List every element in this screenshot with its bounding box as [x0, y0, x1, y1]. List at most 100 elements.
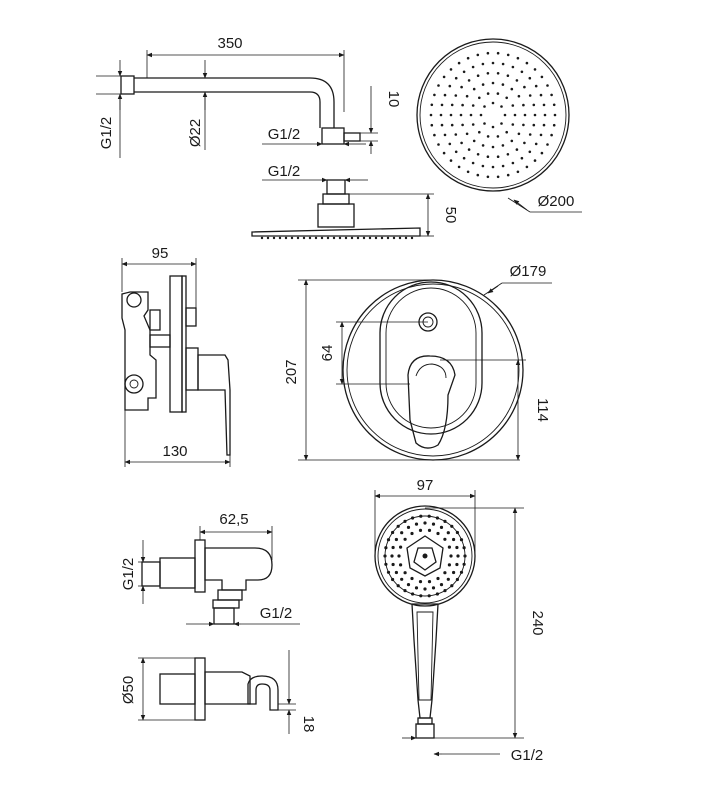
nozzle-dot — [481, 83, 485, 86]
nozzle-dot — [462, 156, 466, 160]
nozzle-dot — [496, 72, 500, 75]
nozzle-dot — [447, 545, 451, 549]
nozzle-dot — [528, 150, 532, 154]
nozzle-dot — [511, 104, 515, 107]
nozzle-dot — [510, 87, 514, 91]
nozzle-dot — [505, 130, 509, 134]
nozzle-dot — [471, 161, 475, 165]
nozzle-dot — [450, 524, 454, 528]
nozzle-dot — [391, 530, 395, 535]
nozzle-dot — [384, 546, 388, 550]
nozzle-dot — [396, 584, 400, 588]
nozzle-dot — [435, 592, 439, 596]
nozzle-dot — [550, 93, 553, 97]
nozzle-dot — [552, 103, 556, 107]
nozzle-dot — [455, 562, 459, 567]
nozzle-dot — [320, 236, 324, 240]
nozzle-dot — [368, 236, 372, 240]
nozzle-dot — [486, 51, 490, 55]
nozzle-dot — [517, 94, 521, 98]
nozzle-dot — [394, 570, 398, 575]
nozzle-dot — [496, 175, 500, 179]
nozzle-dot — [539, 93, 543, 97]
nozzle-dot — [462, 562, 466, 566]
nozzle-dot — [455, 577, 459, 582]
nozzle-dot — [481, 62, 485, 66]
arm-length-label: 350 — [217, 35, 242, 52]
nozzle-dot — [476, 173, 480, 177]
arm-thread-left-label: G1/2 — [98, 117, 115, 150]
nozzle-dot — [528, 94, 532, 97]
wall-outlet-bottom-drawing — [138, 650, 296, 734]
nozzle-dot — [260, 236, 264, 240]
shower-arm-drawing — [96, 50, 378, 158]
nozzle-dot — [448, 142, 452, 146]
nozzle-dot — [443, 519, 447, 524]
head-height-label: 50 — [442, 207, 459, 224]
nozzle-dot — [469, 113, 473, 117]
nozzle-dot — [435, 516, 439, 520]
nozzle-dot — [501, 62, 505, 66]
nozzle-dot — [483, 105, 486, 108]
nozzle-dot — [452, 537, 456, 542]
nozzle-dot — [455, 530, 459, 535]
nozzle-dot — [419, 594, 423, 598]
head-diameter-label: Ø200 — [538, 193, 575, 210]
nozzle-dot — [486, 155, 490, 158]
nozzle-dot — [463, 554, 467, 558]
nozzle-dot — [410, 236, 414, 240]
nozzle-dot — [272, 236, 276, 240]
nozzle-dot — [496, 51, 500, 55]
outlet-diameter-label: Ø50 — [120, 676, 137, 704]
nozzle-dot — [308, 236, 312, 240]
nozzle-dot — [543, 113, 547, 117]
nozzle-dot — [506, 173, 510, 177]
nozzle-dot — [391, 562, 395, 567]
nozzle-dot — [467, 148, 471, 151]
nozzle-dot — [496, 92, 500, 95]
nozzle-dot — [419, 514, 423, 518]
nozzle-dot — [430, 123, 434, 127]
nozzle-dot — [533, 159, 537, 162]
nozzle-dot — [546, 143, 549, 146]
nozzle-dot — [433, 133, 436, 137]
nozzle-dot — [457, 61, 461, 65]
nozzle-dot — [443, 93, 447, 97]
nozzle-dot — [406, 583, 411, 587]
nozzle-dot — [400, 531, 404, 535]
nozzle-dot — [332, 236, 336, 240]
nozzle-dot — [459, 113, 463, 117]
nozzle-dot — [362, 236, 366, 240]
nozzle-dot — [520, 70, 524, 74]
nozzle-dot — [476, 153, 480, 156]
nozzle-dot — [414, 522, 419, 526]
mixer-side-drawing — [121, 258, 231, 467]
nozzle-dot — [465, 132, 469, 136]
nozzle-dot — [481, 144, 485, 147]
nozzle-dot — [511, 161, 515, 165]
nozzle-dot — [374, 236, 378, 240]
nozzle-dot — [486, 175, 490, 179]
nozzle-dot — [403, 571, 407, 575]
nozzle-dot — [344, 236, 348, 240]
nozzle-dot — [500, 105, 503, 108]
nozzle-dot — [456, 554, 460, 558]
nozzle-dot — [528, 76, 532, 80]
nozzle-dot — [403, 537, 407, 541]
nozzle-dot — [386, 570, 391, 574]
nozzle-dot — [491, 101, 495, 105]
nozzle-dot — [439, 113, 443, 117]
nozzle-dot — [461, 123, 464, 127]
nozzle-dot — [450, 123, 454, 127]
arm-thread-end-label: G1/2 — [268, 126, 301, 143]
wall-outlet-top-drawing — [138, 526, 300, 627]
nozzle-dot — [486, 92, 490, 95]
rain-head-top-drawing — [416, 38, 582, 213]
nozzle-dot — [447, 563, 451, 567]
nozzle-dot — [454, 76, 458, 80]
nozzle-dot — [476, 74, 480, 77]
mixer-front-drawing — [298, 279, 552, 461]
nozzle-dot — [290, 236, 294, 240]
nozzle-dot — [511, 123, 515, 126]
nozzle-dot — [383, 554, 387, 558]
